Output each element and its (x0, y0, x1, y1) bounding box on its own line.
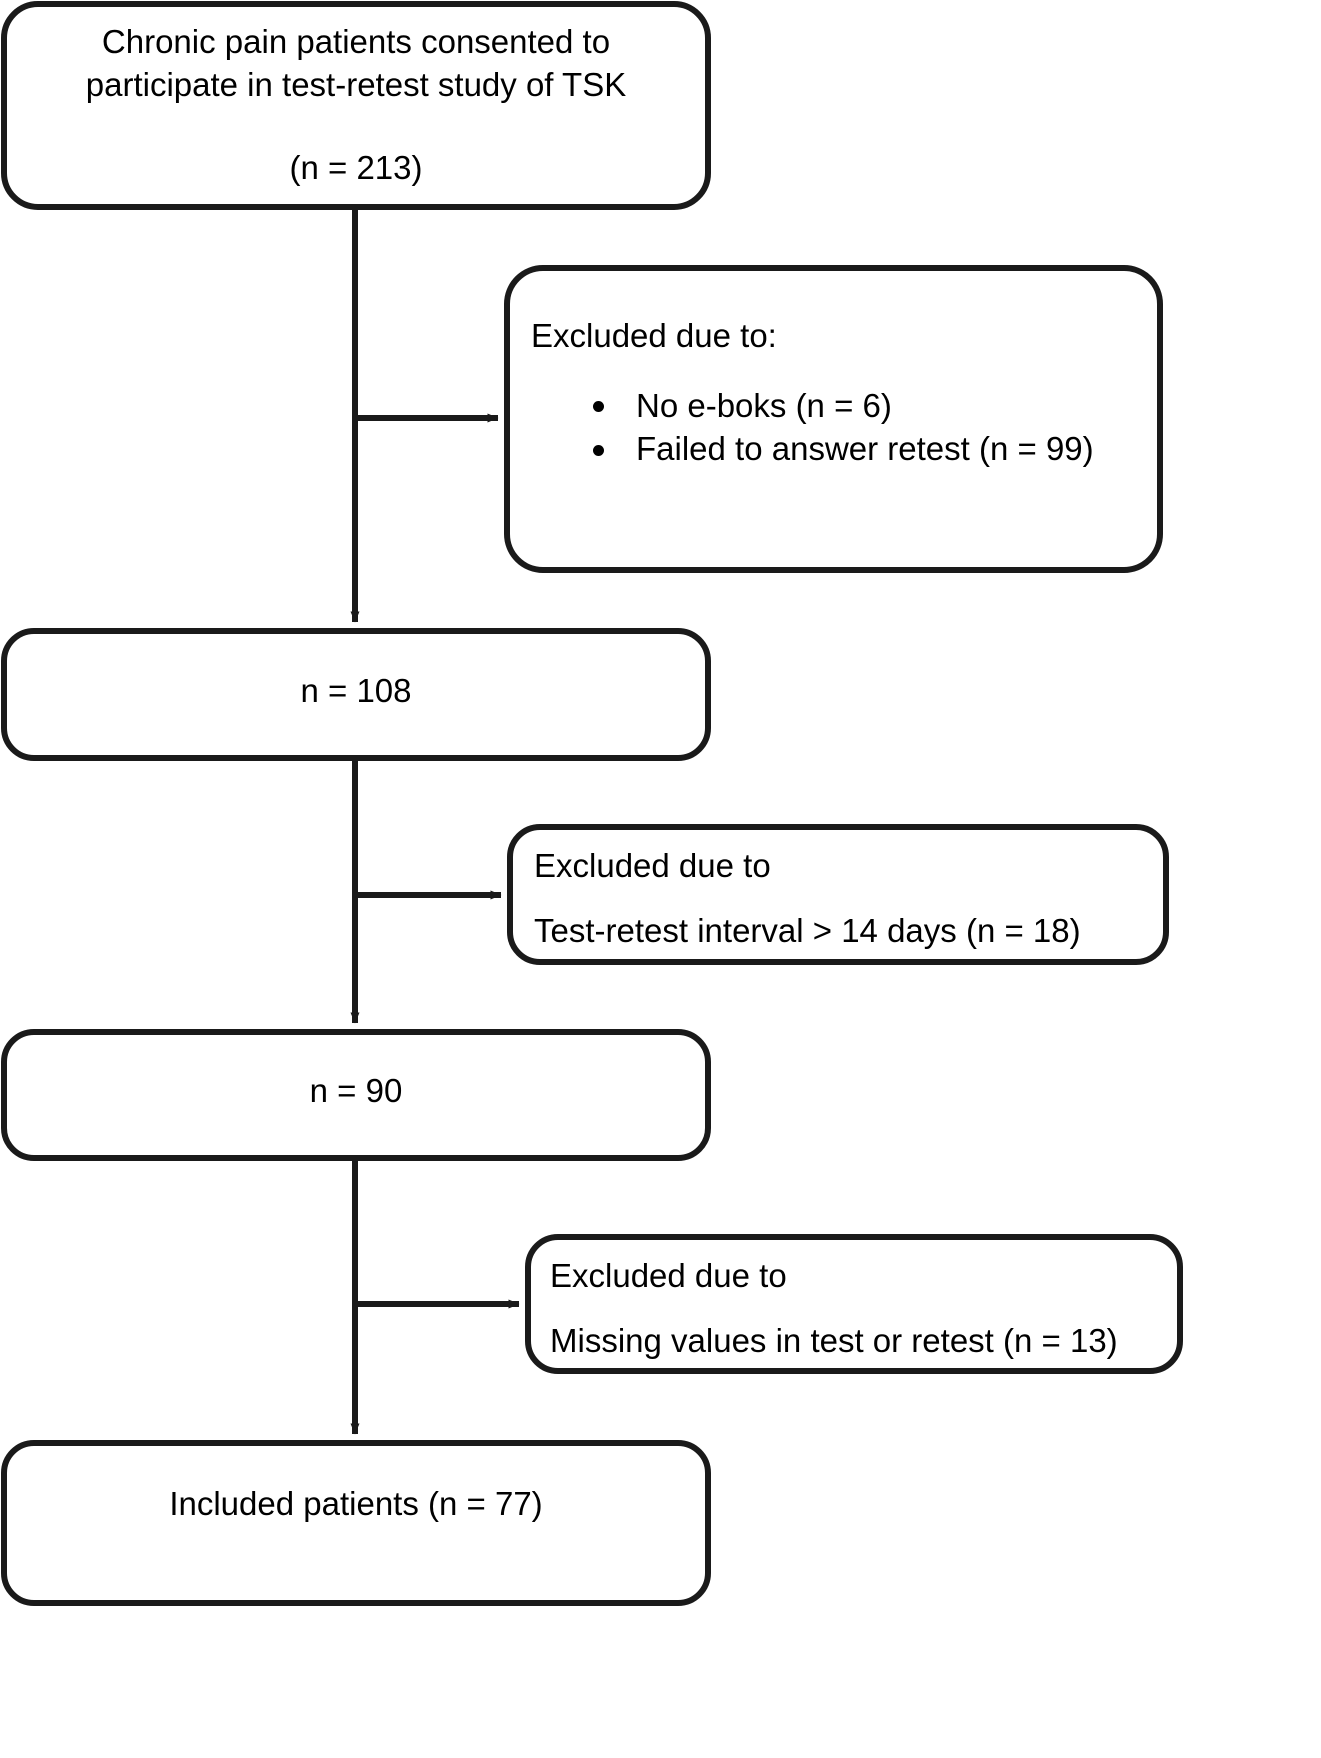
node-consented: Chronic pain patients consented to parti… (4, 4, 708, 207)
node-excluded-1-reason-list: No e-boks (n = 6) Failed to answer retes… (531, 384, 1142, 471)
node-consented-text: Chronic pain patients consented to parti… (85, 23, 627, 104)
list-item: Failed to answer retest (n = 99) (531, 427, 1142, 471)
box-outline-excluded-3 (525, 1234, 1183, 1374)
bullet-dot-icon (593, 444, 604, 456)
node-included-text: Included patients (n = 77) (169, 1485, 543, 1522)
node-stage-108-text: n = 108 (300, 672, 412, 709)
node-excluded-2-reason: Test-retest interval > 14 days (n = 18) (534, 911, 1081, 949)
node-stage-90-text: n = 90 (309, 1072, 403, 1109)
list-item-label: No e-boks (n = 6) (636, 386, 892, 424)
node-excluded-3-reason: Missing values in test or retest (n = 13… (550, 1321, 1118, 1359)
list-item: No e-boks (n = 6) (531, 384, 1142, 428)
node-stage-108: n = 108 (4, 631, 708, 758)
node-excluded-2-heading: Excluded due to (534, 847, 771, 884)
node-consented-count: (n = 213) (289, 148, 423, 186)
node-stage-90: n = 90 (4, 1032, 708, 1158)
box-outline-excluded-1 (504, 265, 1163, 573)
node-excluded-3-heading: Excluded due to (550, 1257, 787, 1294)
node-excluded-1-heading: Excluded due to: (531, 317, 777, 354)
list-item-label: Failed to answer retest (n = 99) (636, 430, 1094, 468)
box-outline-included (1, 1440, 711, 1606)
node-excluded-3: Excluded due to Missing values in test o… (528, 1237, 1180, 1371)
bullet-dot-icon (593, 401, 604, 413)
node-excluded-2: Excluded due to Test-retest interval > 1… (510, 827, 1166, 962)
node-included: Included patients (n = 77) (4, 1443, 708, 1603)
box-outline-excluded-2 (507, 824, 1169, 965)
node-excluded-1: Excluded due to: No e-boks (n = 6) Faile… (507, 268, 1160, 570)
